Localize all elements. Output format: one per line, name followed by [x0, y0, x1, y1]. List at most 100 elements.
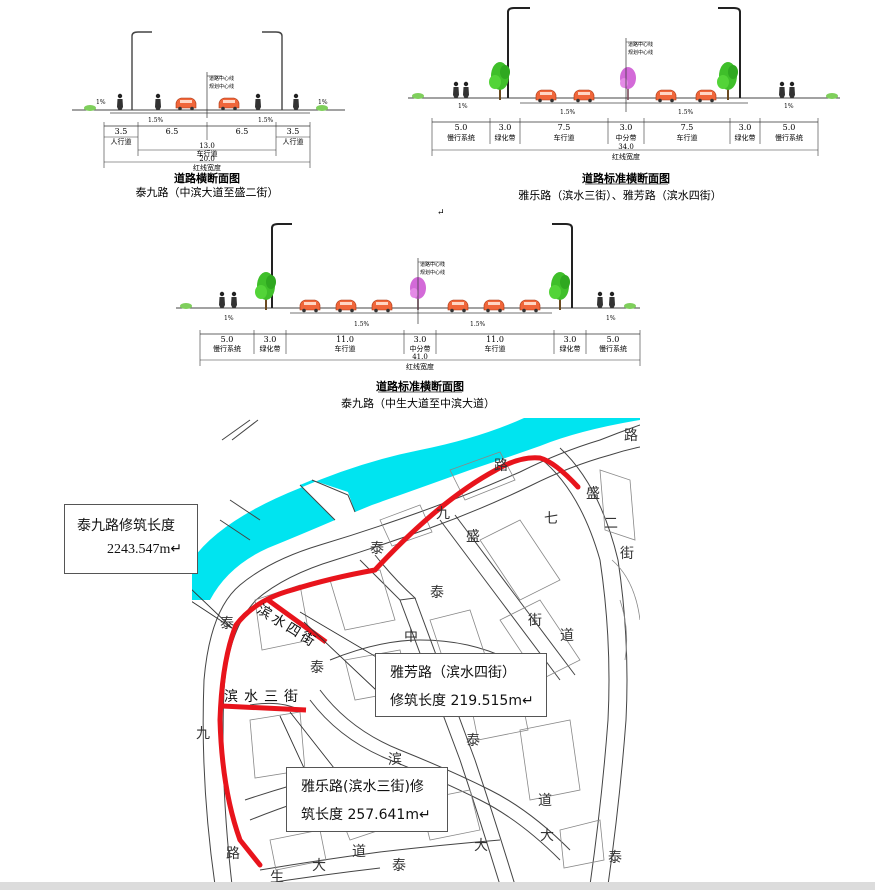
s2-width-3: 7.5: [558, 123, 571, 132]
route-yale-road: [221, 703, 307, 713]
s1-total-label: 红线宽度: [193, 163, 221, 172]
s2-slope-3: 1.5%: [678, 109, 694, 116]
s3-width-6: 3.0: [564, 335, 577, 344]
callout-yale: 雅乐路(滨水三街)修 筑长度 257.641m↵: [286, 767, 448, 832]
site-map: 泰 九 路 泰 九 路 泰 盛 七 盛 二 街 路 街 道 中 泰 泰 滨 道: [192, 418, 640, 885]
s2-width-1: 5.0: [455, 123, 468, 132]
s1-width-2: 6.5: [166, 127, 179, 136]
map-label-jie2: 街: [528, 613, 542, 629]
s3-width-2: 3.0: [264, 335, 277, 344]
map-label-da1: 大: [540, 828, 554, 844]
s3-zone-1: 慢行系统: [213, 344, 241, 353]
s3-title: 道路标准横断面图: [376, 379, 464, 393]
map-label-bin1: 滨: [388, 752, 402, 768]
s2-zone-7: 慢行系统: [775, 133, 803, 142]
s3-width-4: 3.0: [414, 335, 427, 344]
s3-zone-7: 慢行系统: [599, 344, 627, 353]
s3-width-1: 5.0: [221, 335, 234, 344]
s3-zone-3: 车行道: [335, 344, 356, 353]
s3-width-5: 11.0: [486, 335, 504, 344]
s3-zone-6: 绿化带: [560, 344, 581, 353]
s2-zone-5: 车行道: [677, 133, 698, 142]
s2-para-mark: ↵: [437, 208, 445, 218]
s3-slope-2: 1.5%: [354, 321, 370, 328]
map-label-da3: 大: [312, 858, 326, 874]
map-label-dao3: 道: [352, 844, 366, 860]
s3-centerline-1: 道路中心线: [420, 261, 445, 268]
s2-zone-6: 绿化带: [735, 133, 756, 142]
bottom-scroll-bar: [0, 882, 875, 890]
s3-zone-2: 绿化带: [260, 344, 281, 353]
s1-centerline-1: 道路中心线: [209, 75, 234, 82]
s3-width-3: 11.0: [336, 335, 354, 344]
map-label-da2: 大: [474, 838, 488, 854]
map-label-tai2: 泰: [370, 541, 384, 557]
s2-total-label: 红线宽度: [612, 152, 640, 161]
s1-width-3: 6.5: [236, 127, 249, 136]
s1-total: 20.0: [199, 155, 215, 163]
callout-taijiu-line2: 2243.547m↵: [107, 542, 183, 557]
s1-width-1: 3.5: [115, 127, 128, 136]
s1-slope-2: 1.5%: [148, 117, 164, 124]
s2-centerline-1: 道路中心线: [628, 41, 653, 48]
map-label-er: 二: [604, 516, 618, 532]
s2-slope-1: 1%: [458, 103, 468, 110]
callout-taijiu: 泰九路修筑长度 2243.547m↵: [64, 504, 198, 574]
s3-slope-3: 1.5%: [470, 321, 486, 328]
map-label-qi: 七: [544, 511, 558, 527]
map-label-zhong: 中: [404, 629, 418, 645]
s2-width-6: 3.0: [739, 123, 752, 132]
s3-total: 41.0: [412, 353, 428, 361]
s1-zone-1: 人行道: [111, 137, 132, 146]
s2-zone-1: 慢行系统: [447, 133, 475, 142]
s1-width-4: 3.5: [287, 127, 300, 136]
s2-width-7: 5.0: [783, 123, 796, 132]
s1-zone-3: 人行道: [283, 137, 304, 146]
map-label-jiu1: 九: [196, 726, 210, 742]
map-label-lu2: 路: [494, 458, 508, 474]
callout-yale-line1: 雅乐路(滨水三街)修: [301, 779, 424, 795]
s3-centerline-2: 规划中心线: [420, 269, 445, 276]
s1-subtitle: 泰九路（中滨大道至盛二街）: [136, 185, 279, 199]
map-label-dao2: 道: [538, 793, 552, 809]
map-label-tai5: 泰: [466, 733, 480, 749]
s2-width-2: 3.0: [499, 123, 512, 132]
route-taijiu-road: [217, 455, 581, 868]
s2-title: 道路标准横断面图: [582, 171, 670, 185]
callout-taijiu-line1: 泰九路修筑长度: [77, 518, 175, 534]
s3-subtitle: 泰九路（中生大道至中滨大道）: [341, 396, 495, 410]
s2-slope-2: 1.5%: [560, 109, 576, 116]
s2-centerline-2: 规划中心线: [628, 49, 653, 56]
s1-slope-3: 1.5%: [258, 117, 274, 124]
callout-yafang-line2: 修筑长度 219.515m↵: [390, 693, 534, 709]
s3-zone-4: 中分带: [410, 344, 431, 353]
s1-slope-1: 1%: [96, 99, 106, 106]
map-label-lu1: 路: [226, 846, 240, 862]
map-label-tai6: 泰: [608, 850, 622, 866]
section-1-diagram: 道路中心线 规划中心线 1% 1.5% 1.5% 1% 3.5 6.5 6.5 …: [72, 31, 345, 199]
s3-total-label: 红线宽度: [406, 362, 434, 371]
section-3-diagram: 道路中心线 规划中心线 1% 1.5% 1.5% 1% 5.0 3.0 11.0…: [176, 223, 641, 410]
map-label-lu3: 路: [624, 428, 638, 444]
callout-yafang: 雅芳路（滨水四街） 修筑长度 219.515m↵: [375, 653, 547, 717]
s2-subtitle: 雅乐路（滨水三街）、雅芳路（滨水四街）: [518, 188, 722, 202]
map-label-sheng1: 盛: [466, 529, 480, 545]
s3-slope-4: 1%: [606, 315, 616, 322]
map-label-tai3: 泰: [430, 585, 444, 601]
s2-zone-2: 绿化带: [495, 133, 516, 142]
callout-yale-line2: 筑长度 257.641m↵: [301, 807, 431, 823]
s2-width-5: 7.5: [681, 123, 694, 132]
s2-width-4: 3.0: [620, 123, 633, 132]
map-label-jie1: 街: [620, 546, 634, 562]
s3-slope-1: 1%: [224, 315, 234, 322]
street-label-binshui3: 滨水三街: [224, 689, 304, 705]
map-label-sheng2: 盛: [586, 486, 600, 502]
s3-width-7: 5.0: [607, 335, 620, 344]
s3-zone-5: 车行道: [485, 344, 506, 353]
callout-yafang-line1: 雅芳路（滨水四街）: [390, 665, 516, 681]
map-label-tai7: 泰: [392, 858, 406, 874]
s2-slope-4: 1%: [784, 103, 794, 110]
s2-zone-3: 车行道: [554, 133, 575, 142]
map-label-tai4: 泰: [310, 660, 324, 676]
